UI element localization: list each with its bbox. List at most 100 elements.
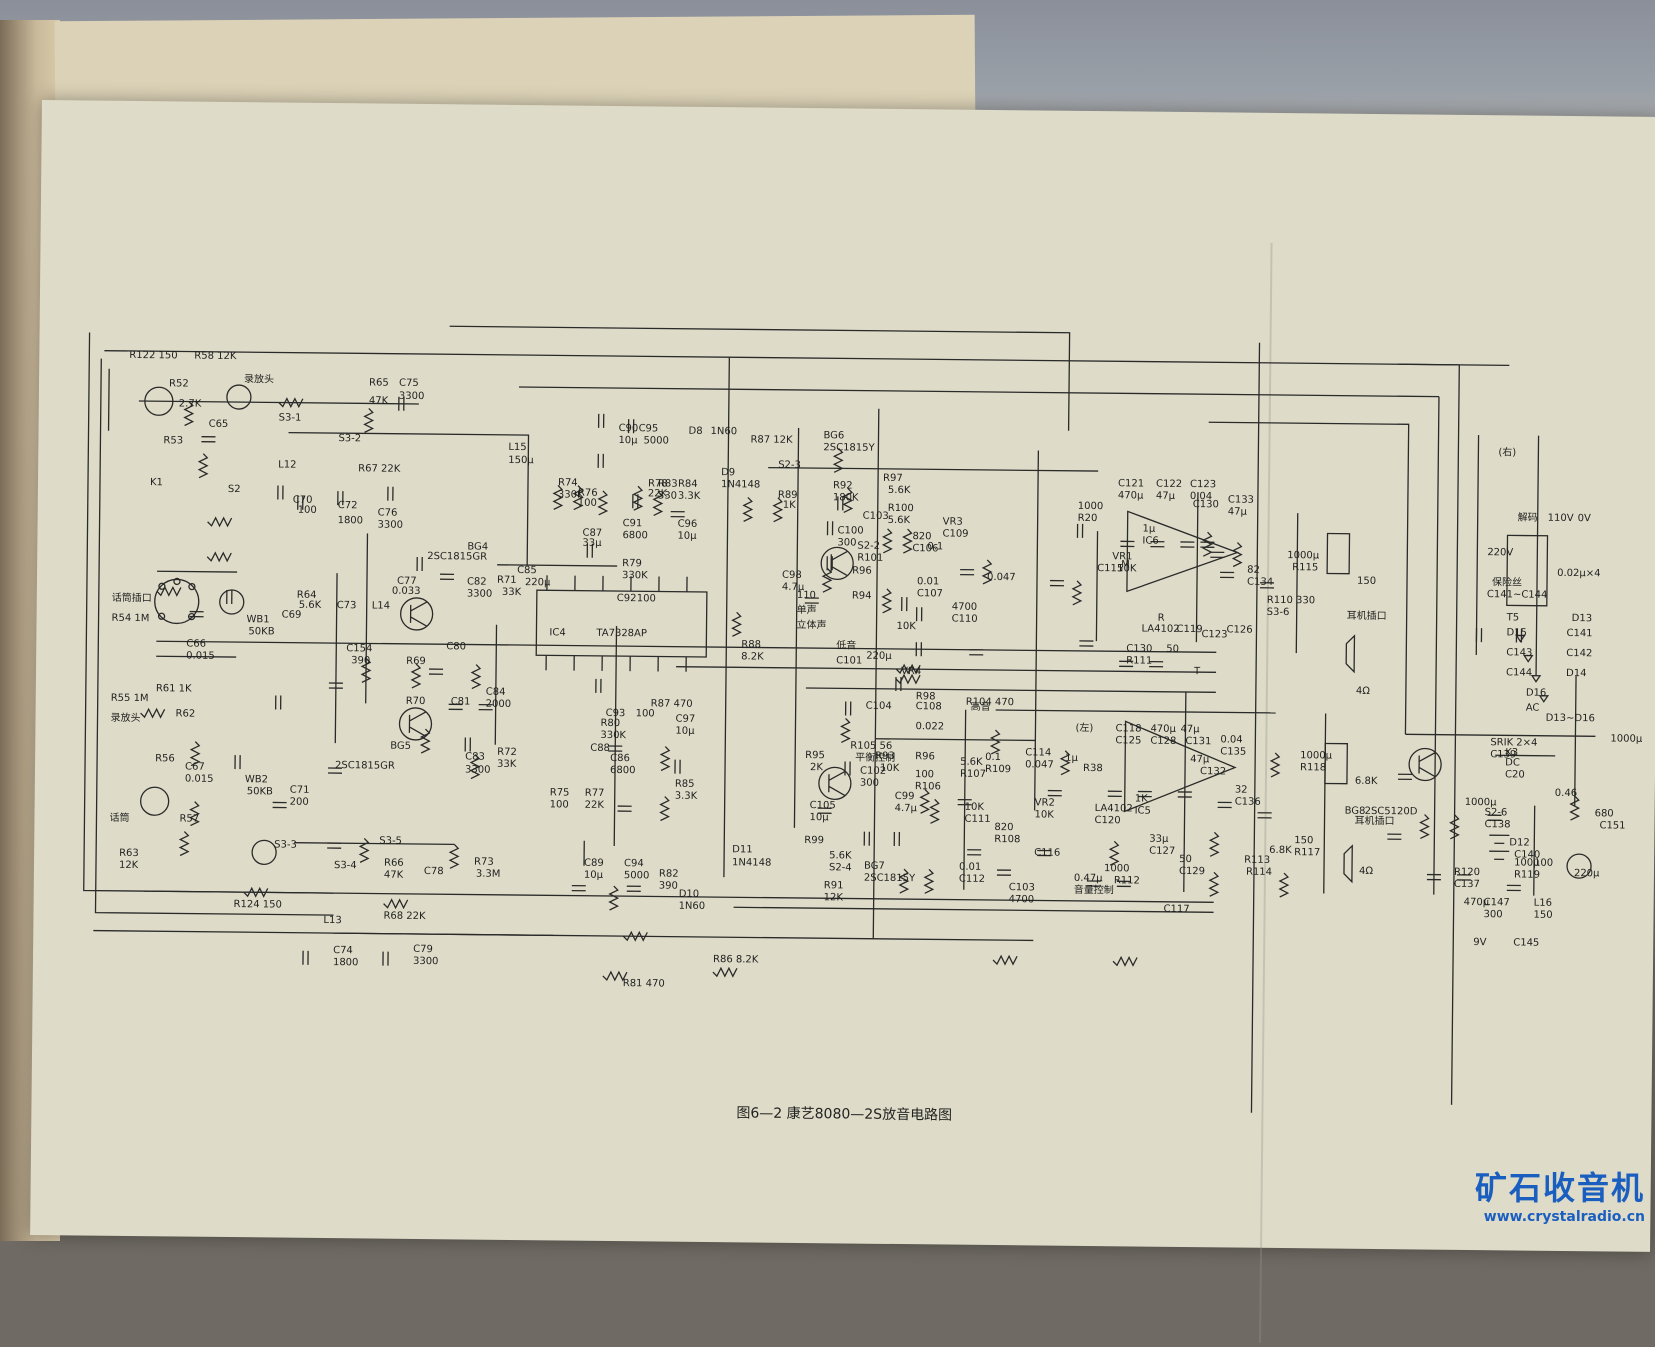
- schematic-label-202: 300: [860, 778, 879, 789]
- wire-22: [676, 667, 1216, 673]
- schematic-label-282: 1K: [1135, 793, 1148, 804]
- schematic-label-19: 1800: [338, 515, 364, 526]
- capacitor-30: [596, 679, 601, 693]
- schematic-label-24: 150μ: [508, 455, 534, 466]
- resistor-3: [199, 454, 207, 478]
- speaker-1: [1344, 846, 1352, 882]
- schematic-label-107: C91: [623, 518, 643, 529]
- schematic-label-190: 220μ: [866, 651, 892, 662]
- schematic-label-164: 300: [837, 537, 856, 548]
- capacitor-60: [1220, 572, 1234, 577]
- schematic-label-197: R93: [875, 751, 895, 762]
- capacitor-48: [894, 832, 899, 846]
- schematic-label-71: 话筒插口: [112, 591, 152, 604]
- schematic-label-87: 1800: [333, 957, 359, 968]
- schematic-label-295: R118: [1300, 762, 1326, 773]
- schematic-label-270: C118: [1115, 723, 1141, 734]
- schematic-label-112: 100: [637, 593, 656, 604]
- schematic-label-274: 47μ: [1180, 724, 1200, 735]
- schematic-label-78: R66: [384, 858, 404, 869]
- schematic-label-29: C82: [467, 576, 487, 587]
- schematic-label-90: R81 470: [623, 978, 665, 989]
- schematic-label-57: 50KB: [247, 786, 273, 797]
- schematic-label-336: C147: [1484, 897, 1510, 908]
- schematic-label-243: C115: [1097, 563, 1123, 574]
- schematic-label-281: R38: [1083, 763, 1103, 774]
- schematic-label-305: 解码: [1518, 510, 1538, 523]
- schematic-label-84: L13: [323, 915, 341, 926]
- schematic-label-258: C126: [1226, 624, 1252, 635]
- schematic-label-347: 9V: [1473, 937, 1486, 948]
- schematic-label-36: 5.6K: [299, 600, 322, 611]
- schematic-label-48: BG5: [390, 741, 411, 752]
- headphone-jack-0: [1327, 533, 1349, 573]
- resistor-39: [883, 589, 891, 613]
- schematic-label-77: S3-5: [379, 836, 402, 847]
- schematic-label-59: 200: [290, 797, 309, 808]
- schematic-label-51: 3300: [465, 764, 491, 775]
- schematic-label-74: 录放头: [110, 711, 140, 724]
- schematic-label-204: 10μ: [809, 812, 829, 823]
- schematic-label-246: C122: [1156, 479, 1182, 490]
- resistor-2: [365, 408, 373, 432]
- schematic-label-53: 33K: [497, 759, 517, 770]
- schematic-label-159: 5.6K: [888, 515, 911, 526]
- schematic-label-88: C79: [413, 944, 433, 955]
- schematic-label-149: 1N60: [679, 901, 706, 912]
- wire-12: [1405, 734, 1595, 736]
- schematic-label-297: R117: [1294, 847, 1320, 858]
- schematic-label-68: R63: [119, 848, 139, 859]
- schematic-label-141: 3.3K: [675, 791, 698, 802]
- transistor-leads-4: [1419, 752, 1435, 776]
- schematic-label-227: C103: [1009, 882, 1035, 893]
- schematic-label-229: C114: [1025, 747, 1051, 758]
- schematic-label-203: C105: [810, 800, 836, 811]
- schematic-label-160: R92: [833, 480, 853, 491]
- capacitor-53: [1050, 581, 1064, 586]
- schematic-label-130: 330K: [600, 730, 626, 741]
- schematic-label-313: D13: [1572, 613, 1593, 624]
- schematic-label-250: C133: [1228, 494, 1254, 505]
- schematic-label-12: R53: [163, 435, 183, 446]
- schematic-label-330: S2-6: [1485, 807, 1508, 818]
- wire-45: [873, 409, 879, 939]
- battery-9v: [1489, 835, 1509, 859]
- schematic-label-136: R77: [585, 788, 605, 799]
- schematic-label-233: C116: [1034, 847, 1060, 858]
- schematic-label-10: 录放头: [244, 372, 274, 385]
- capacitor-66: [1108, 791, 1122, 796]
- schematic-label-248: C123: [1190, 479, 1216, 490]
- schematic-label-110: 330K: [622, 570, 648, 581]
- schematic-label-156: R97: [883, 473, 903, 484]
- schematic-label-308: 220V: [1487, 547, 1513, 558]
- schematic-label-121: R87 12K: [750, 434, 793, 445]
- schematic-label-38: L14: [372, 600, 390, 611]
- transistor-leads-1: [409, 712, 425, 736]
- capacitor-2: [278, 485, 283, 499]
- resistor-28: [661, 747, 669, 771]
- schematic-label-118: 1N4148: [721, 479, 760, 490]
- schematic-label-211: 12K: [824, 892, 844, 903]
- schematic-label-147: 390: [659, 881, 678, 892]
- schematic-label-257: C123: [1201, 629, 1227, 640]
- schematic-label-213: 2SC1815Y: [864, 873, 916, 885]
- wire-15: [1251, 343, 1259, 1113]
- wire-4: [519, 387, 1439, 397]
- schematic-label-125: R88: [741, 639, 761, 650]
- schematic-label-353: R: [1158, 613, 1165, 624]
- schematic-label-192: C108: [916, 701, 942, 712]
- resistor-32: [660, 797, 668, 821]
- schematic-label-224: R109: [985, 764, 1011, 775]
- schematic-label-252: C130: [1193, 499, 1219, 510]
- schematic-label-44: C80: [446, 641, 466, 652]
- schematic-label-286: 33μ: [1149, 834, 1169, 845]
- resistor-16: [360, 838, 368, 862]
- schematic-label-32: 33K: [502, 587, 522, 598]
- capacitor-54: [1077, 524, 1082, 538]
- schematic-label-76: S3-4: [334, 860, 357, 871]
- schematic-label-62: C66: [186, 639, 206, 650]
- capacitor-20: [383, 952, 388, 966]
- capacitor-38: [902, 597, 907, 611]
- schematic-label-37: C73: [337, 600, 357, 611]
- schematic-label-103: R83: [658, 478, 678, 489]
